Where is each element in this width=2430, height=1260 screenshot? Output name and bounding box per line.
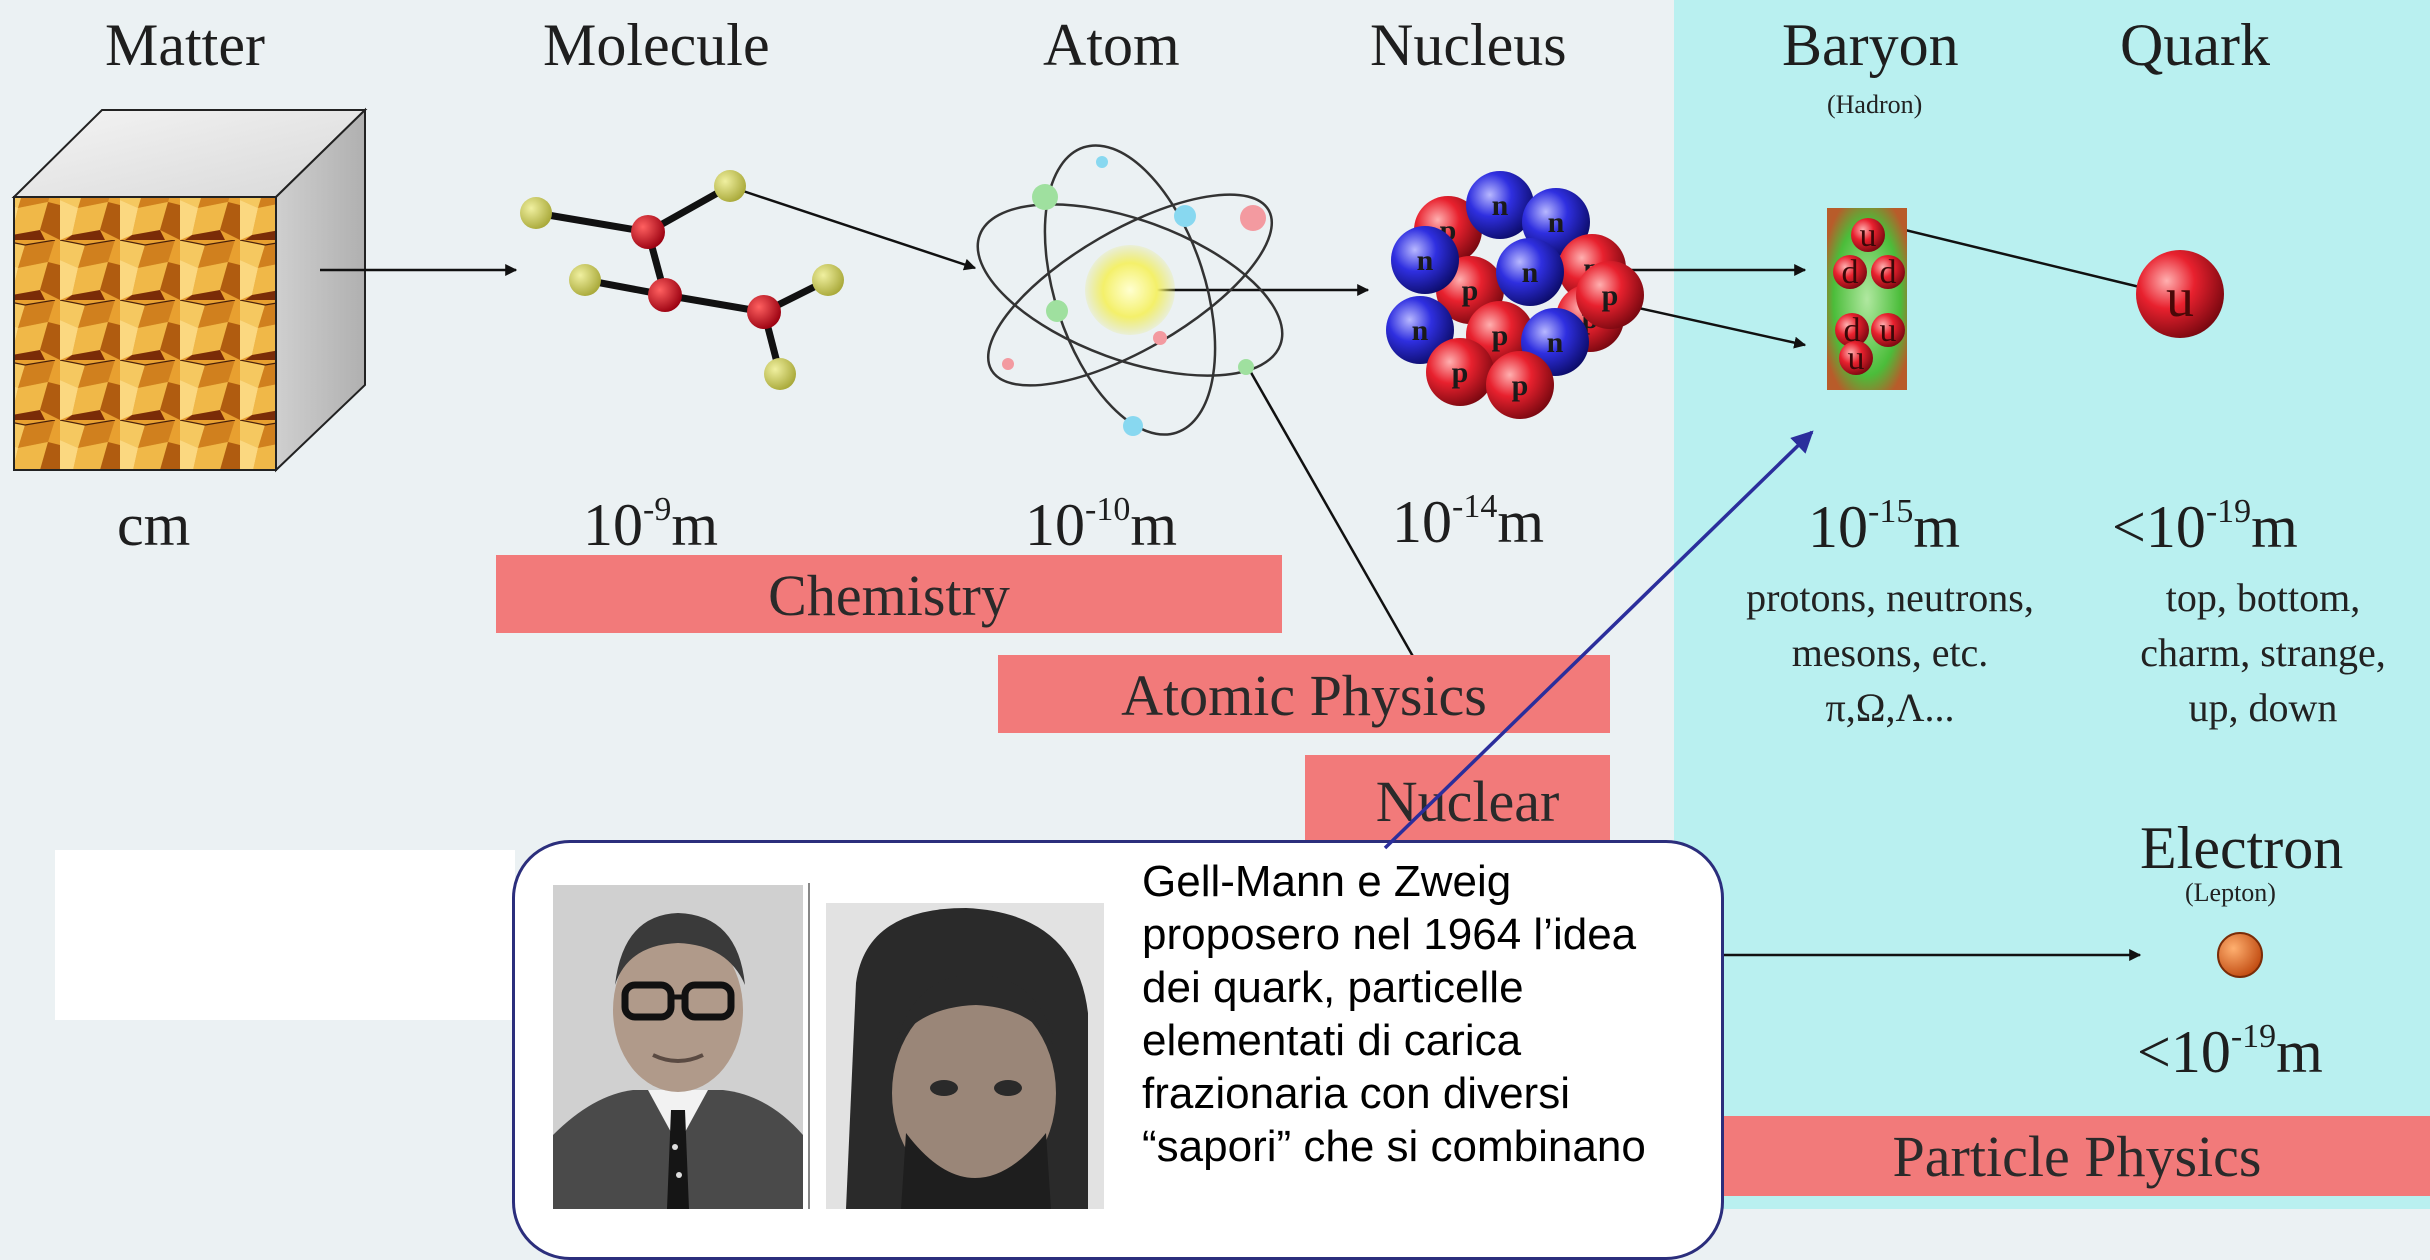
scale-matter: cm <box>117 492 191 558</box>
baryon-quark-label: d <box>1842 254 1859 291</box>
nucleon-label: p <box>1462 274 1479 307</box>
nucleon-label: n <box>1547 326 1564 359</box>
band-particle-physics: Particle Physics <box>1724 1116 2430 1196</box>
baryon-quark-label: d <box>1844 312 1861 349</box>
subtitle-hadron: (Hadron) <box>1827 90 1923 119</box>
photo-gell-mann <box>553 885 803 1209</box>
nucleon-label: n <box>1417 244 1434 277</box>
nucleon-label: n <box>1522 256 1539 289</box>
baryon-quark-label: u <box>1880 312 1897 349</box>
quark-letter: u <box>2166 267 2194 329</box>
band-nuclear: Nuclear <box>1305 755 1610 840</box>
band-chemistry: Chemistry <box>496 555 1282 633</box>
baryon-description: protons, neutrons,mesons, etc.π,Ω,Λ... <box>1746 575 2034 730</box>
title-matter: Matter <box>105 12 265 78</box>
nucleon-sphere <box>1426 338 1494 406</box>
nucleon-sphere <box>1496 238 1564 306</box>
baryon-quark <box>1833 255 1867 289</box>
scale-molecule: 10-9m <box>583 491 718 558</box>
title-quark: Quark <box>2120 12 2270 78</box>
baryon-quark <box>1851 218 1885 252</box>
nucleon-sphere <box>1486 351 1554 419</box>
baryon-quark <box>1835 313 1869 347</box>
baryon-quark <box>1871 255 1905 289</box>
photo-zweig <box>826 903 1104 1209</box>
scale-electron: <10-19m <box>2137 1018 2323 1085</box>
nucleon-sphere <box>1391 226 1459 294</box>
title-nucleus: Nucleus <box>1370 12 1567 78</box>
matter-cube <box>11 107 368 473</box>
nucleon-label: p <box>1492 319 1509 352</box>
title-molecule: Molecule <box>543 12 770 78</box>
scale-baryon: 10-15m <box>1808 493 1960 560</box>
nucleon-label: p <box>1602 279 1619 312</box>
atom-graphic <box>976 144 1284 436</box>
quark-description: top, bottom,charm, strange,up, down <box>2140 575 2386 730</box>
title-baryon: Baryon <box>1782 12 1959 78</box>
baryon-quark-label: u <box>1848 340 1865 377</box>
nucleon-label: n <box>1492 189 1509 222</box>
nucleon-sphere <box>1522 188 1590 256</box>
nucleon-label: n <box>1412 314 1429 347</box>
blank-panel <box>55 850 515 1020</box>
title-atom: Atom <box>1043 12 1180 78</box>
electron-graphic <box>2217 932 2263 978</box>
nucleon-sphere <box>1466 171 1534 239</box>
title-electron: Electron <box>2140 815 2344 881</box>
nucleon-label: p <box>1452 356 1469 389</box>
nucleus-graphic: pnnppnpnpnppnp <box>1386 171 1644 419</box>
baryon-quark <box>1871 313 1905 347</box>
baryon-quark-label: u <box>1860 217 1877 254</box>
baryon-quark <box>1839 341 1873 375</box>
photo-divider <box>808 883 810 1209</box>
nucleon-label: n <box>1548 206 1565 239</box>
callout-text: Gell-Mann e Zweig proposero nel 1964 l’i… <box>1142 857 1646 1171</box>
scale-atom: 10-10m <box>1025 491 1177 558</box>
nucleon-sphere <box>1576 261 1644 329</box>
scale-nucleus: 10-14m <box>1392 488 1544 555</box>
molecule-graphic <box>520 170 844 390</box>
quark-graphic: u <box>2136 250 2224 338</box>
nucleon-label: p <box>1512 369 1529 402</box>
flow-arrows <box>320 188 2154 961</box>
subtitle-lepton: (Lepton) <box>2185 878 2276 907</box>
baryon-quark-label: d <box>1880 254 1897 291</box>
scale-quark: <10-19m <box>2112 493 2298 560</box>
band-atomic-physics: Atomic Physics <box>998 655 1610 733</box>
